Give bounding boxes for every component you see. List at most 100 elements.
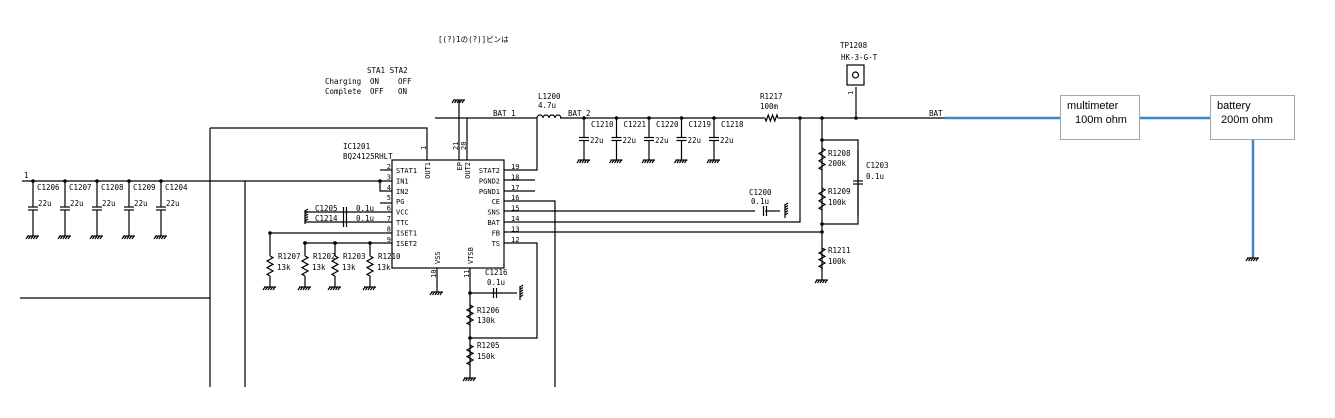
input-capacitor [156, 181, 166, 236]
ic-right-pin-number: 19 [511, 163, 519, 171]
multimeter-label: multimeter [1067, 100, 1119, 112]
input-connector-pin: 1 [24, 171, 29, 180]
testpoint-tp1208 [846, 64, 865, 86]
ic-left-pin-number: 4 [387, 184, 391, 192]
iset-resistor-ref: R1207 [278, 252, 301, 261]
ic-left-pin-name: STAT1 [396, 167, 417, 175]
testpoint-pin: 1 [847, 91, 855, 95]
iset-resistor [300, 255, 310, 277]
ground-input-cap [121, 235, 135, 240]
input-cap-value: 22u [166, 199, 180, 208]
ts-resistor-value: 150k [477, 352, 496, 361]
inductor-value: 4.7u [538, 101, 556, 110]
wire-out1 [210, 127, 428, 160]
ground-vss [429, 291, 443, 296]
ic-left-pin-name: TTC [396, 219, 409, 227]
components [25, 64, 1259, 382]
divider-resistor-value: 100k [828, 257, 847, 266]
sense-resistor-r1217 [763, 110, 780, 126]
vtsb-capacitor-c1216 [492, 288, 498, 298]
ts-resistor-ref: R1205 [477, 341, 500, 350]
output-cap-ref: C1219 [689, 120, 712, 129]
iset-resistor-value: 13k [342, 263, 356, 272]
vtsb-cap-ref: C1216 [485, 268, 508, 277]
ground-output-cap [641, 159, 655, 164]
inductor-ref: L1200 [538, 92, 561, 101]
pin-note-text: [(?)1の(?)]ピンは [438, 35, 509, 44]
ic-left-pin-name: VCC [396, 209, 409, 217]
divider-resistor-ref: R1208 [828, 149, 851, 158]
input-capacitor [124, 181, 134, 236]
output-cap-ref: C1221 [624, 120, 647, 129]
ic-left-pin-number: 8 [387, 225, 391, 233]
status-row-sta1: ON [370, 77, 379, 86]
input-cap-ref: C1208 [101, 183, 124, 192]
output-cap-value: 22u [720, 136, 734, 145]
junction-dot [820, 138, 824, 142]
junction-dot [303, 241, 307, 245]
sns-cap-ref: C1200 [749, 188, 772, 197]
testpoint-ref: TP1208 [840, 41, 868, 50]
ic-top-pin-name: OUT1 [424, 162, 432, 179]
vcc-capacitor [342, 207, 348, 217]
divider-resistor-ref: R1209 [828, 187, 851, 196]
junction-dot [820, 116, 824, 120]
iset-resistor-ref: R1203 [343, 252, 366, 261]
ic-bottom-pin-name: VSS [434, 251, 442, 264]
ground-iset-res [262, 286, 276, 291]
input-cap-ref: C1209 [133, 183, 156, 192]
input-cap-value: 22u [70, 199, 84, 208]
added-measurement-wires [945, 116, 1255, 258]
ground-input-cap [89, 235, 103, 240]
output-cap-value: 22u [623, 136, 637, 145]
ic-top-pin-number: 1 [420, 146, 428, 150]
status-row-label: Complete [325, 87, 362, 96]
ground-battery [1245, 257, 1259, 262]
status-table-header: STA1 STA2 [367, 66, 408, 75]
vcc-cap-ref: C1205 [315, 204, 338, 213]
junction-dot [854, 116, 858, 120]
wire-ts [470, 242, 538, 339]
iset-resistor-ref: R1202 [313, 252, 336, 261]
output-capacitor [611, 118, 622, 160]
wire-in2 [379, 181, 392, 192]
junction-dot [333, 241, 337, 245]
ic-right-pin-number: 18 [511, 173, 519, 181]
ground-iset-res [327, 286, 341, 291]
input-cap-value: 22u [102, 199, 116, 208]
ic-left-pin-name: ISET1 [396, 229, 417, 237]
ic-right-pin-name: STAT2 [479, 167, 500, 175]
vcc-cap-value: 0.1u [356, 204, 374, 213]
ic-top-pin-number: 20 [460, 142, 468, 150]
ic-left-pin-number: 2 [387, 163, 391, 171]
ic-top-pin-name: OUT2 [464, 162, 472, 179]
junction-dot [468, 291, 472, 295]
input-cap-value: 22u [134, 199, 148, 208]
output-capacitor [644, 118, 654, 160]
input-cap-ref: C1207 [69, 183, 92, 192]
output-cap-ref: C1210 [591, 120, 614, 129]
ic-right-pin-name: BAT [487, 219, 500, 227]
status-row-sta1: OFF [370, 87, 384, 96]
input-cap-value: 22u [38, 199, 52, 208]
ground-input-cap [57, 235, 71, 240]
ic-right-pin-name: TS [492, 240, 500, 248]
junction-dot [798, 116, 802, 120]
ic-left-pin-number: 9 [387, 236, 391, 244]
wires [20, 87, 945, 387]
output-cap-value: 22u [655, 136, 669, 145]
wire-outer-left [20, 128, 211, 299]
output-capacitor [579, 118, 589, 160]
iset-resistor-value: 13k [312, 263, 326, 272]
divider-resistor-ref: R1211 [828, 246, 851, 255]
ic-right-pin-number: 15 [511, 205, 519, 213]
ic-right-pin-number: 12 [511, 236, 519, 244]
ground-divider [814, 279, 828, 284]
ground-output-cap [576, 159, 590, 164]
ic-ref: IC1201 [343, 142, 370, 151]
ic-right-pin-number: 13 [511, 225, 519, 233]
ic-bottom-pin-number: 10 [430, 270, 438, 278]
output-cap-value: 22u [590, 136, 604, 145]
output-cap-ref: C1218 [721, 120, 744, 129]
junction-dot [468, 336, 472, 340]
